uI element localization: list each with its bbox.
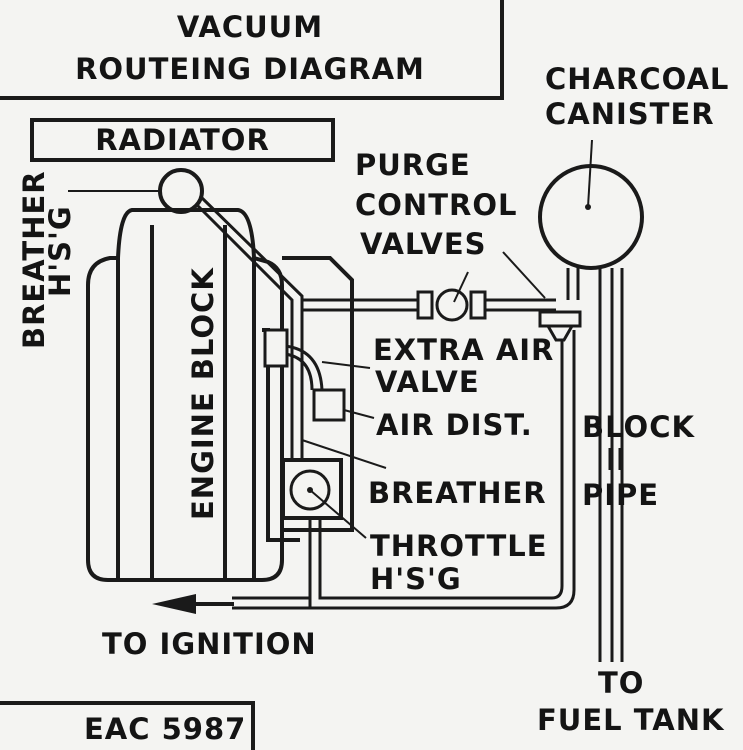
charcoal-canister-label-1: CHARCOAL (545, 62, 730, 96)
radiator-box: RADIATOR (30, 118, 335, 162)
pipe-label: PIPE (582, 478, 660, 512)
extra-air-valve (263, 328, 371, 369)
block-pipe-marks (608, 448, 622, 470)
breather-housing (68, 168, 204, 214)
extra-air-label-2: VALVE (375, 365, 480, 399)
throttle-label-2: H'S'G (370, 562, 462, 596)
block-label: BLOCK (582, 410, 695, 444)
vacuum-hoses (194, 194, 624, 662)
title-line-2: ROUTEING DIAGRAM (75, 52, 425, 86)
air-dist-label: AIR DIST. (376, 408, 533, 442)
fuel-tank-label: FUEL TANK (537, 703, 725, 737)
to-ignition-arrow (152, 594, 234, 614)
purge-junction (502, 251, 582, 342)
title-box: VACUUM ROUTEING DIAGRAM (0, 0, 504, 100)
engine-block-label: ENGINE BLOCK (186, 267, 220, 520)
purge-label-1: PURGE (355, 148, 471, 182)
throttle-label-1: THROTTLE (370, 529, 548, 563)
extra-air-label-1: EXTRA AIR (373, 333, 555, 367)
breather-label: BREATHER (368, 476, 547, 510)
part-number-box (0, 701, 255, 750)
charcoal-canister (538, 139, 644, 270)
throttle-housing (281, 458, 367, 539)
to-label: TO (598, 666, 645, 700)
part-number-label: EAC 5987 (84, 712, 247, 746)
radiator-label: RADIATOR (95, 123, 270, 157)
purge-label-3: VALVES (360, 227, 487, 261)
purge-control-valve (416, 271, 487, 322)
title-line-1: VACUUM (176, 10, 324, 44)
air-dist-valve (301, 388, 387, 469)
breather-hsg-label-2: H'S'G (43, 205, 77, 297)
charcoal-canister-label-2: CANISTER (545, 97, 715, 131)
purge-label-2: CONTROL (355, 188, 518, 222)
engine-block-outline (86, 208, 354, 582)
to-ignition-label: TO IGNITION (102, 627, 317, 661)
